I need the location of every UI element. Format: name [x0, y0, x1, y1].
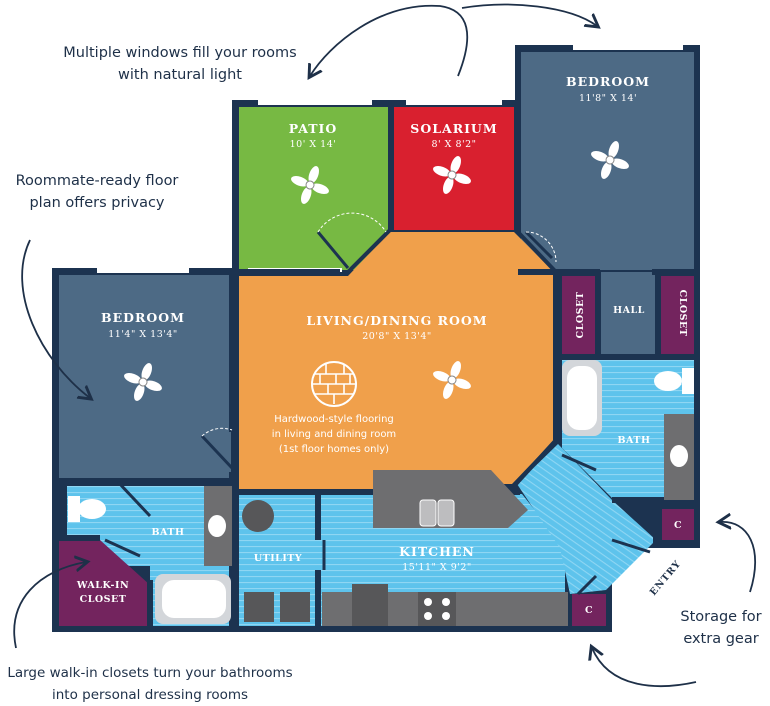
closet-left-hall: [562, 276, 597, 354]
closet-right-label: CLOSET: [677, 290, 688, 337]
windows-note-line-2: with natural light: [118, 67, 242, 83]
solarium-label: SOLARIUM: [410, 121, 497, 136]
tub-left: [155, 574, 231, 624]
bedroom-left-label: BEDROOM: [101, 310, 185, 325]
living-room-dims: 20'8" X 13'4": [362, 331, 432, 342]
flooring-note-3: (1st floor homes only): [279, 444, 389, 455]
privacy-note-line-2: plan offers privacy: [29, 195, 165, 211]
washer: [244, 592, 274, 622]
water-heater: [242, 500, 274, 532]
tub-right: [562, 360, 602, 436]
entry-hall-area: [517, 444, 656, 594]
closet-left-label: CLOSET: [575, 292, 586, 339]
bedroom-right-dims: 11'8" X 14': [579, 93, 637, 104]
island-extension: [491, 470, 528, 528]
bath-right-label: BATH: [618, 435, 651, 446]
kitchen-label: KITCHEN: [399, 544, 475, 559]
storage-c-label-1: C: [674, 520, 682, 531]
sink-left: [206, 513, 228, 539]
flooring-note-2: in living and dining room: [272, 429, 396, 440]
solarium-dims: 8' X 8'2": [431, 139, 476, 150]
living-room-label: LIVING/DINING ROOM: [306, 313, 487, 328]
angled-walls: [346, 228, 558, 486]
kitchen-dims: 15'11" X 9'2": [402, 562, 472, 573]
walkin-label-1: WALK-IN: [76, 580, 129, 591]
toilet-left: [68, 496, 106, 522]
fan-icon-bedroom-left: [124, 363, 162, 401]
fan-icon-patio: [291, 166, 329, 204]
toilet-right: [654, 368, 694, 394]
closets-note-line-1: Large walk-in closets turn your bathroom…: [7, 665, 293, 681]
storage-note-line-1: Storage for: [680, 609, 762, 625]
patio-dims: 10' X 14': [290, 139, 337, 150]
dryer: [280, 592, 310, 622]
closets-note: Large walk-in closets turn your bathroom…: [0, 662, 300, 706]
utility-label: UTILITY: [254, 553, 302, 564]
privacy-note-line-1: Roommate-ready floor: [15, 173, 179, 189]
patio-label: PATIO: [289, 121, 338, 136]
storage-note-line-2: extra gear: [683, 631, 759, 647]
windows-note: Multiple windows fill your rooms with na…: [60, 42, 300, 86]
fireplace-brick-icon: [311, 361, 357, 407]
ceiling-fans: [124, 141, 629, 401]
living-room-area: [239, 232, 556, 490]
entry-label: ENTRY: [648, 558, 684, 598]
storage-closet-2: [572, 594, 606, 626]
storage-c-label-2: C: [585, 605, 593, 616]
door-swings: [104, 230, 651, 596]
flooring-note-1: Hardwood-style flooring: [274, 414, 394, 425]
stove: [418, 592, 456, 626]
sink-right: [668, 443, 690, 469]
bath-left-label: BATH: [152, 527, 185, 538]
bedroom-left-dims: 11'4" X 13'4": [108, 329, 178, 340]
closet-right-hall: [660, 276, 694, 354]
bedroom-right-label: BEDROOM: [566, 74, 650, 89]
fan-icon-bedroom-right: [591, 141, 629, 179]
closets-note-line-2: into personal dressing rooms: [51, 687, 249, 703]
windows-note-line-1: Multiple windows fill your rooms: [63, 45, 297, 61]
kitchen-sink: [419, 499, 455, 527]
fan-icon-solarium: [433, 156, 471, 194]
walkin-label-2: CLOSET: [80, 594, 127, 605]
refrigerator: [352, 584, 388, 626]
hall-area: [598, 272, 660, 354]
privacy-note: Roommate-ready floor plan offers privacy: [4, 170, 190, 214]
door-arcs: [201, 212, 557, 437]
hall-label: HALL: [613, 305, 645, 316]
fan-icon-living: [433, 361, 471, 399]
annotation-arrows: [13, 3, 757, 687]
storage-note: Storage for extra gear: [676, 606, 766, 650]
storage-closet-1: [662, 508, 694, 540]
